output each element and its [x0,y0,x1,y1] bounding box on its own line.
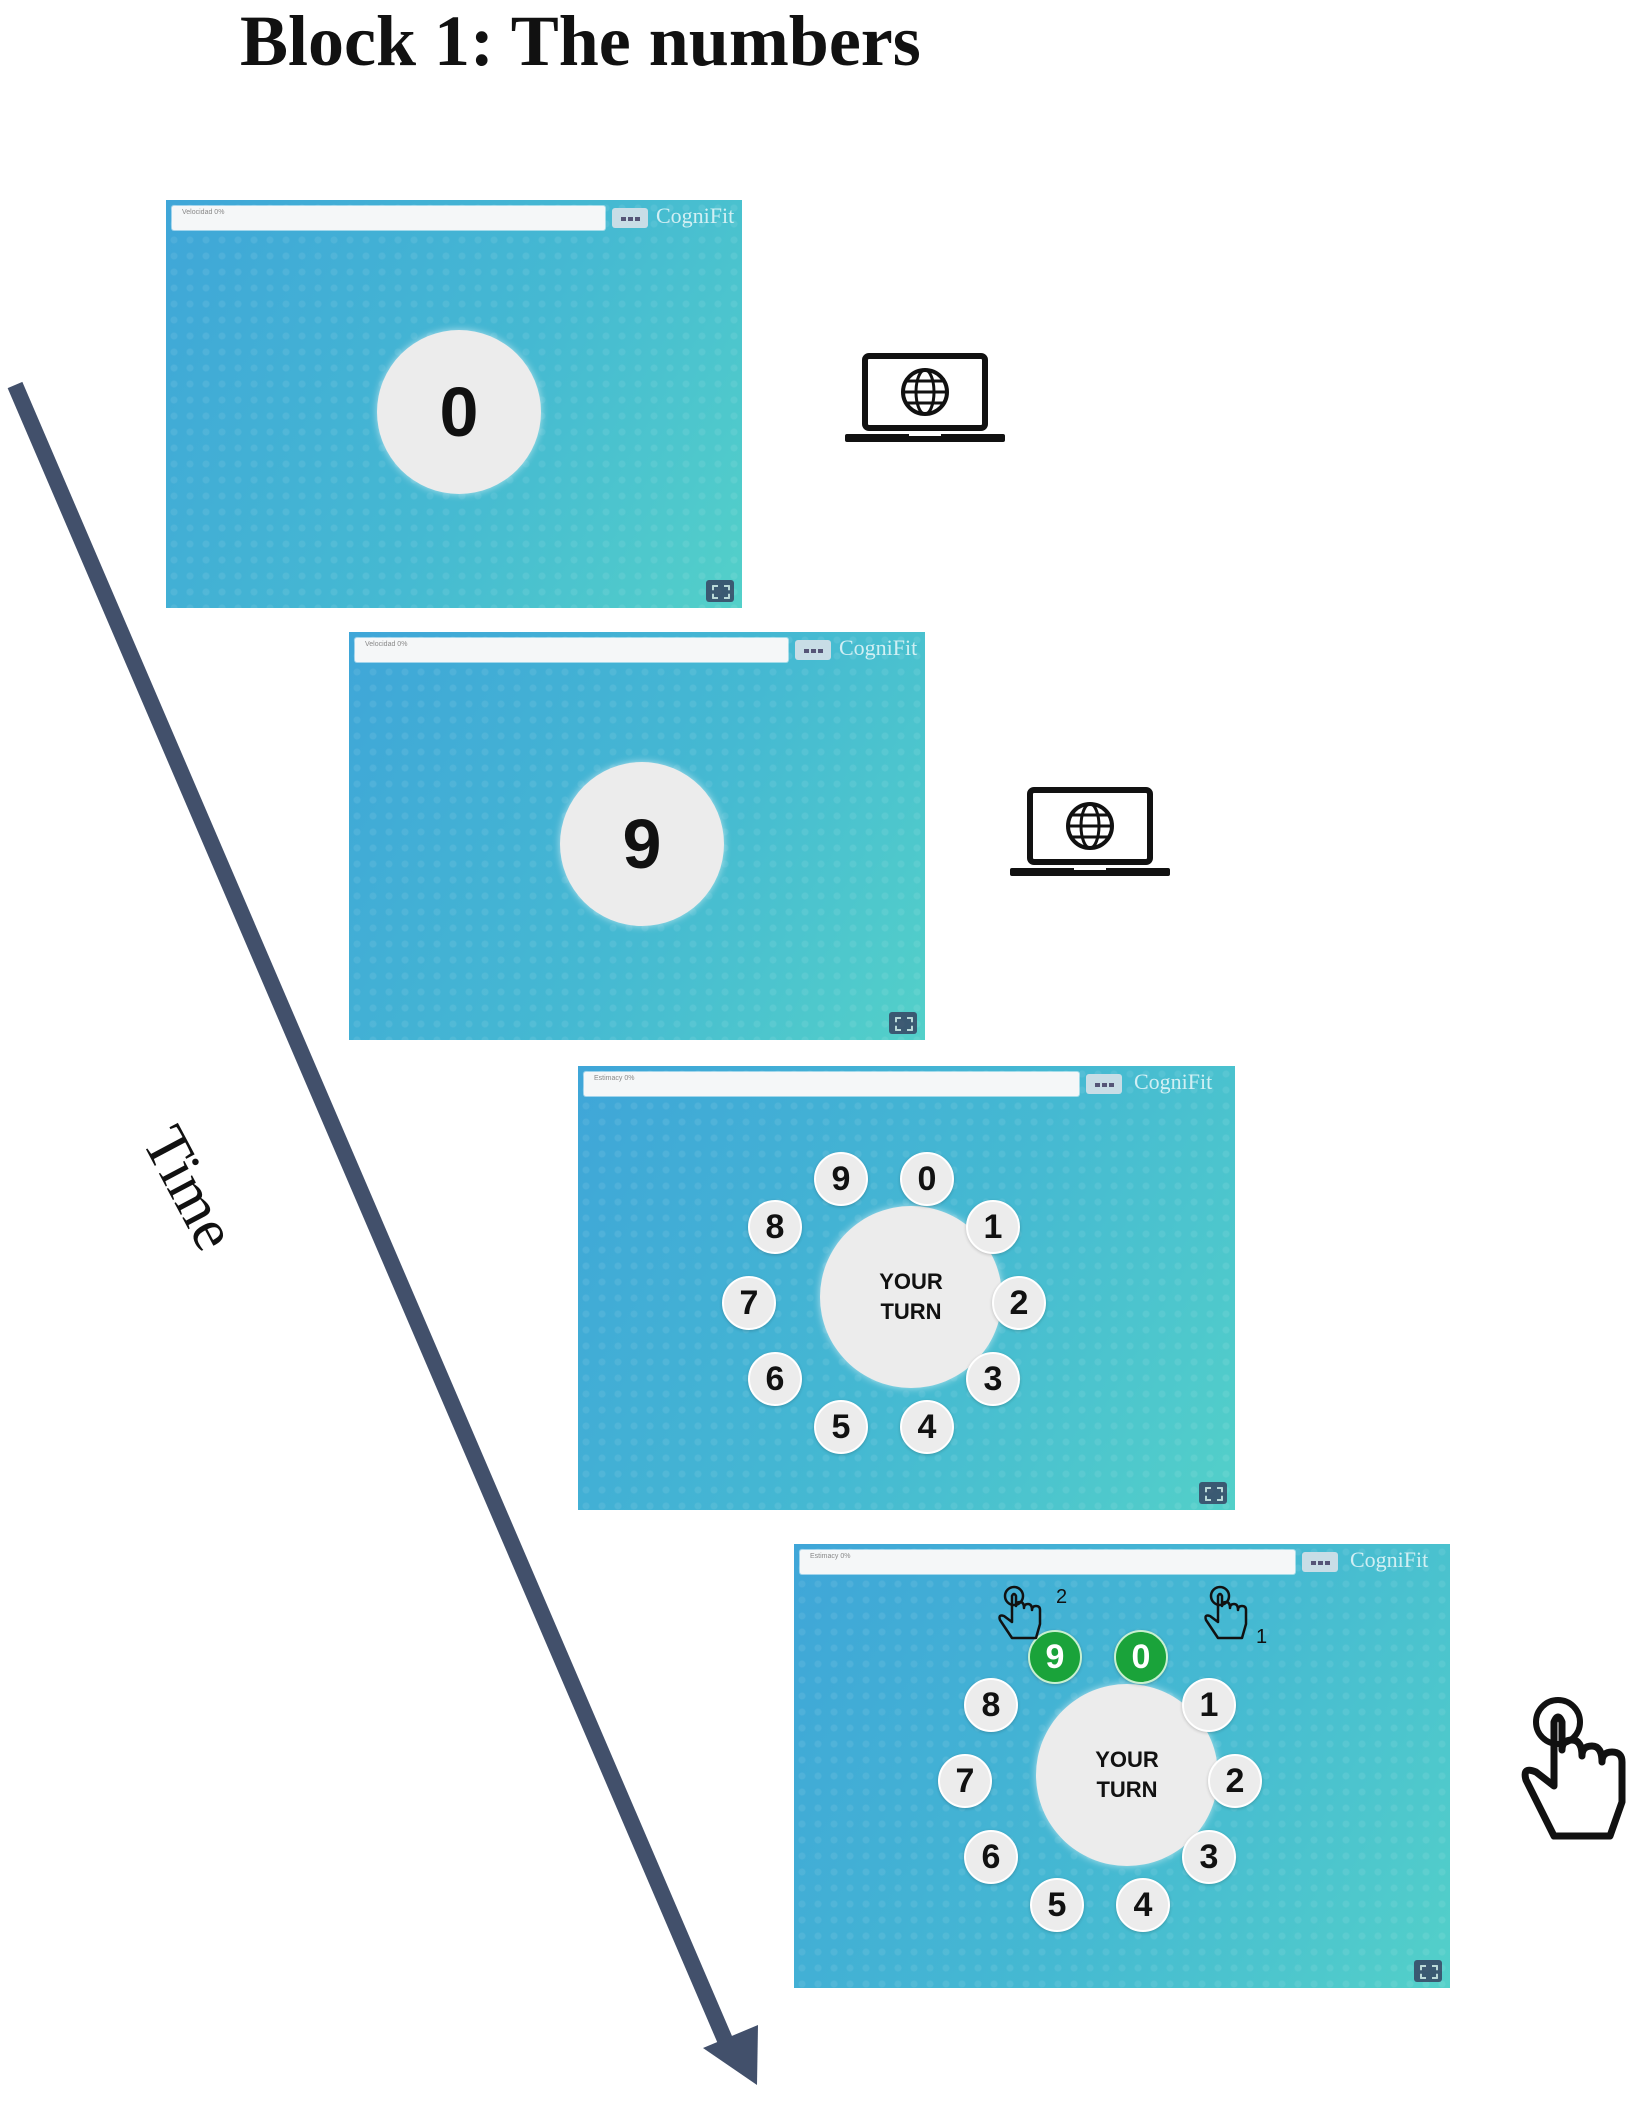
dial-key-2[interactable]: 2 [992,1276,1046,1330]
dial-key-1[interactable]: 1 [1182,1678,1236,1732]
hand-tap-icon [1521,1697,1626,1840]
dial-key-6[interactable]: 6 [964,1830,1018,1884]
number-display: 9 [560,762,724,926]
fullscreen-button[interactable] [1199,1482,1227,1504]
dial-key-5[interactable]: 5 [1030,1878,1084,1932]
dial-key-3[interactable]: 3 [966,1352,1020,1406]
dial-key-1[interactable]: 1 [966,1200,1020,1254]
menu-button[interactable] [795,640,831,660]
your-turn-line1: YOUR [879,1269,943,1294]
laptop-globe-icon [845,353,1005,442]
fullscreen-button[interactable] [1414,1960,1442,1982]
dial-key-9[interactable]: 9 [814,1152,868,1206]
your-turn-line1: YOUR [1095,1747,1159,1772]
menu-button[interactable] [1086,1074,1122,1094]
number-display: 0 [377,330,541,494]
your-turn-line2: TURN [1096,1777,1158,1802]
menu-button[interactable] [612,208,648,228]
dial-key-9-selected[interactable]: 9 [1028,1630,1082,1684]
fullscreen-button[interactable] [889,1012,917,1034]
dial-key-0-selected[interactable]: 0 [1114,1630,1168,1684]
dial-key-6[interactable]: 6 [748,1352,802,1406]
progress-bar: Estimacy 0% [584,1072,1079,1096]
fullscreen-button[interactable] [706,580,734,602]
screen-1: Velocidad 0% CogniFit 0 [166,200,742,608]
brand-logo: CogniFit [656,203,735,228]
menu-button[interactable] [1302,1552,1338,1572]
dial-key-7[interactable]: 7 [722,1276,776,1330]
brand-logo: CogniFit [839,635,918,660]
progress-label: Velocidad 0% [182,209,225,216]
progress-bar: Velocidad 0% [172,206,605,230]
brand-logo: CogniFit [1350,1547,1429,1572]
dial-key-8[interactable]: 8 [748,1200,802,1254]
tap-hand-icon-1 [1204,1585,1248,1640]
dial-key-0[interactable]: 0 [900,1152,954,1206]
screen-2: Velocidad 0% CogniFit 9 [349,632,925,1040]
laptop-globe-icon [1010,787,1170,876]
tap-hand-icon-2 [998,1585,1042,1640]
dial-key-4[interactable]: 4 [1116,1878,1170,1932]
progress-label: Velocidad 0% [365,641,408,648]
dial-key-7[interactable]: 7 [938,1754,992,1808]
dial-key-2[interactable]: 2 [1208,1754,1262,1808]
tap-order-label-1: 1 [1256,1626,1268,1648]
dial-key-8[interactable]: 8 [964,1678,1018,1732]
dial-key-5[interactable]: 5 [814,1400,868,1454]
progress-label: Estimacy 0% [594,1075,635,1082]
progress-bar: Estimacy 0% [800,1550,1295,1574]
page-title: Block 1: The numbers [240,1,921,81]
progress-label: Estimacy 0% [810,1553,851,1560]
your-turn-line2: TURN [880,1299,942,1324]
dial-key-4[interactable]: 4 [900,1400,954,1454]
tap-order-label-2: 2 [1056,1586,1068,1608]
brand-logo: CogniFit [1134,1069,1213,1094]
dial-key-3[interactable]: 3 [1182,1830,1236,1884]
progress-bar: Velocidad 0% [355,638,788,662]
